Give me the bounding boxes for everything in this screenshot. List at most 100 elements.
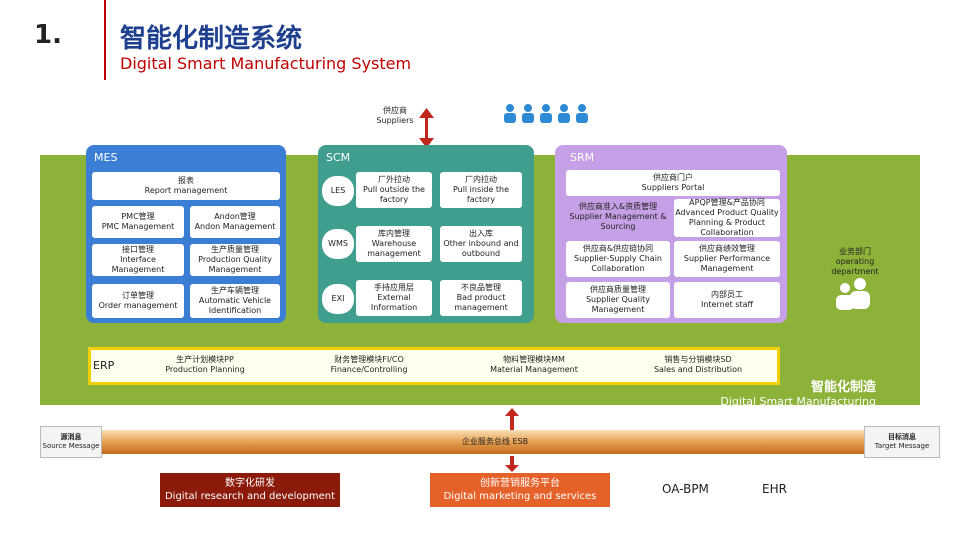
scm-external-en: External Information xyxy=(370,293,418,312)
erp-sd-cn: 销售与分销模块SD xyxy=(664,355,732,364)
target-message-box: 目标消息 Target Message xyxy=(864,426,940,458)
scm-exi-box: EXI xyxy=(322,284,354,314)
operating-people-icon xyxy=(836,278,870,310)
rd-cn: 数字化研发 xyxy=(225,478,275,489)
scm-les-box: LES xyxy=(322,176,354,206)
erp-pp-cn: 生产计划模块PP xyxy=(176,355,234,364)
mes-pmc-cn: PMC管理 xyxy=(121,212,155,221)
erp-sd: 销售与分销模块SD Sales and Distribution xyxy=(650,355,746,375)
srm-title: SRM xyxy=(570,151,595,164)
scm-warehouse-en: Warehouse management xyxy=(367,239,421,258)
srm-apqp-cn: APQP管理&产品协同 xyxy=(689,198,765,207)
ehr-label: EHR xyxy=(762,482,787,496)
scm-pull-outside-cn: 厂外拉动 xyxy=(378,175,410,184)
rd-en: Digital research and development xyxy=(164,491,335,502)
srm-performance-box: 供应商绩效管理 Supplier Performance Management xyxy=(674,241,780,277)
mes-report-en: Report management xyxy=(144,186,228,195)
scm-warehouse-box: 库内管理 Warehouse management xyxy=(356,226,432,262)
mes-report-cn: 报表 xyxy=(178,176,194,185)
srm-portal-cn: 供应商门户 xyxy=(653,173,693,182)
scm-pull-outside-en: Pull outside the factory xyxy=(363,185,425,204)
smart-label-en: Digital Smart Manufacturing xyxy=(720,395,876,408)
scm-external-box: 手持应用层 External Information xyxy=(356,280,432,316)
mes-pmc-box: PMC管理 PMC Management xyxy=(92,206,184,238)
erp-fico: 财务管理模块FI/CO Finance/Controlling xyxy=(324,355,414,375)
srm-apqp-box: APQP管理&产品协同 Advanced Product Quality Pla… xyxy=(674,198,780,237)
mes-avi-en: Automatic Vehicle Identification xyxy=(198,296,272,315)
slide-number: 1. xyxy=(34,20,62,50)
scm-wms-box: WMS xyxy=(322,229,354,259)
bus-up-arrow-icon xyxy=(505,408,519,430)
srm-sourcing-cn: 供应商准入&资质管理 xyxy=(578,202,658,211)
srm-chain-cn: 供应商&供应链协同 xyxy=(582,244,654,253)
marketing-en: Digital marketing and services xyxy=(443,491,597,502)
erp-sd-en: Sales and Distribution xyxy=(653,365,743,374)
esb-label: 企业服务总线 ESB xyxy=(461,437,529,446)
mes-quality-box: 生产质量管理 Production Quality Management xyxy=(190,244,280,276)
mes-order-en: Order management xyxy=(98,301,178,310)
marketing-box: 创新营销服务平台 Digital marketing and services xyxy=(430,473,610,507)
scm-bad-en: Bad product management xyxy=(454,293,508,312)
bus-down-arrow-icon xyxy=(505,456,519,472)
operating-label: 业务部门 operating department xyxy=(820,247,890,277)
erp-pp-en: Production Planning xyxy=(165,365,245,374)
srm-portal-en: Suppliers Portal xyxy=(641,183,705,192)
scm-external-cn: 手持应用层 xyxy=(374,283,414,292)
rd-box: 数字化研发 Digital research and development xyxy=(160,473,340,507)
scm-inout-cn: 出入库 xyxy=(469,229,493,238)
suppliers-people-icon xyxy=(504,104,588,123)
arrow-up-icon xyxy=(419,108,434,118)
scm-pull-inside-box: 厂内拉动 Pull inside the factory xyxy=(440,172,522,208)
srm-chain-en: Supplier-Supply Chain Collaboration xyxy=(574,254,662,273)
source-message-box: 源消息 Source Message xyxy=(40,426,102,458)
mes-avi-cn: 生产车辆管理 xyxy=(211,286,259,295)
mes-interface-box: 接口管理 Interface Management xyxy=(92,244,184,276)
scm-pull-inside-cn: 厂内拉动 xyxy=(465,175,497,184)
srm-apqp-en: Advanced Product Quality Planning & Prod… xyxy=(675,208,779,237)
operating-label-en: operating department xyxy=(831,257,879,276)
suppliers-label: 供应商 Suppliers xyxy=(370,106,420,126)
srm-portal-box: 供应商门户 Suppliers Portal xyxy=(566,170,780,196)
erp-pp: 生产计划模块PP Production Planning xyxy=(160,355,250,375)
smart-label-cn: 智能化制造 xyxy=(810,380,876,395)
target-message-cn: 目标消息 xyxy=(888,433,916,441)
operating-label-cn: 业务部门 xyxy=(839,247,871,256)
scm-inout-en: Other inbound and outbound xyxy=(443,239,519,258)
marketing-cn: 创新营销服务平台 xyxy=(480,478,560,489)
page-title: 智能化制造系统 xyxy=(120,24,303,54)
erp-mm: 物料管理模块MM Material Management xyxy=(488,355,580,375)
mes-andon-en: Andon Management xyxy=(194,222,276,231)
mes-avi-box: 生产车辆管理 Automatic Vehicle Identification xyxy=(190,284,280,318)
mes-order-cn: 订单管理 xyxy=(122,291,154,300)
esb-bus xyxy=(48,430,922,454)
mes-quality-cn: 生产质量管理 xyxy=(211,245,259,254)
oa-bpm-label: OA-BPM xyxy=(662,482,709,496)
mes-quality-en: Production Quality Management xyxy=(198,255,272,274)
erp-title: ERP xyxy=(93,359,115,372)
srm-sourcing-label: 供应商准入&资质管理 Supplier Management & Sourcin… xyxy=(566,200,670,234)
mes-andon-cn: Andon管理 xyxy=(214,212,256,221)
mes-andon-box: Andon管理 Andon Management xyxy=(190,206,280,238)
erp-panel xyxy=(88,347,780,385)
scm-pull-outside-box: 厂外拉动 Pull outside the factory xyxy=(356,172,432,208)
erp-mm-cn: 物料管理模块MM xyxy=(503,355,565,364)
suppliers-connector xyxy=(425,114,428,144)
srm-performance-cn: 供应商绩效管理 xyxy=(699,244,755,253)
mes-title: MES xyxy=(94,151,118,164)
source-message-cn: 源消息 xyxy=(60,433,82,441)
scm-warehouse-cn: 库内管理 xyxy=(378,229,410,238)
source-message-en: Source Message xyxy=(42,442,100,450)
srm-sq-en: Supplier Quality Management xyxy=(585,295,651,314)
arrow-down-icon xyxy=(419,138,434,148)
scm-bad-cn: 不良品管理 xyxy=(461,283,501,292)
srm-sq-cn: 供应商质量管理 xyxy=(590,285,646,294)
mes-interface-en: Interface Management xyxy=(111,255,165,274)
erp-mm-en: Material Management xyxy=(490,365,578,374)
header-divider xyxy=(104,0,106,80)
srm-internal-en: Internet staff xyxy=(700,300,754,309)
srm-sq-box: 供应商质量管理 Supplier Quality Management xyxy=(566,282,670,318)
erp-fico-cn: 财务管理模块FI/CO xyxy=(334,355,404,364)
suppliers-label-cn: 供应商 xyxy=(383,106,407,115)
scm-bad-box: 不良品管理 Bad product management xyxy=(440,280,522,316)
smart-label: 智能化制造 Digital Smart Manufacturing xyxy=(700,376,876,408)
